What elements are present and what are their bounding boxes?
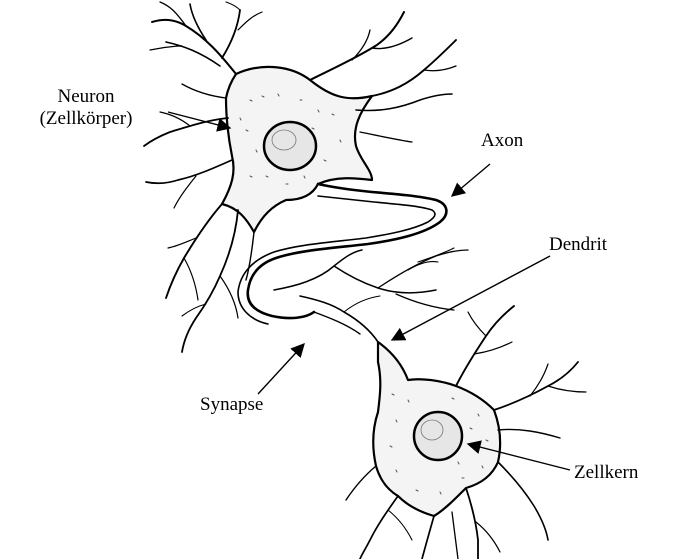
label-dendrite: Dendrit [549,234,607,256]
lower-neuron [346,306,586,559]
lower-nucleus [414,412,462,460]
label-nucleus: Zellkern [574,462,638,484]
pointer-axon [452,164,490,196]
label-neuron-name: Neuron [6,86,166,108]
label-cell-body: (Zellkörper) [6,108,166,130]
label-axon: Axon [481,130,523,152]
upper-nucleus [264,122,316,170]
dendrite-network [274,248,468,342]
label-pointers [168,112,570,470]
label-neuron: Neuron (Zellkörper) [6,86,166,130]
pointer-neuron [168,112,230,128]
pointer-synapse [258,344,304,394]
pointer-dendrite [392,256,550,340]
label-synapse: Synapse [200,394,263,416]
